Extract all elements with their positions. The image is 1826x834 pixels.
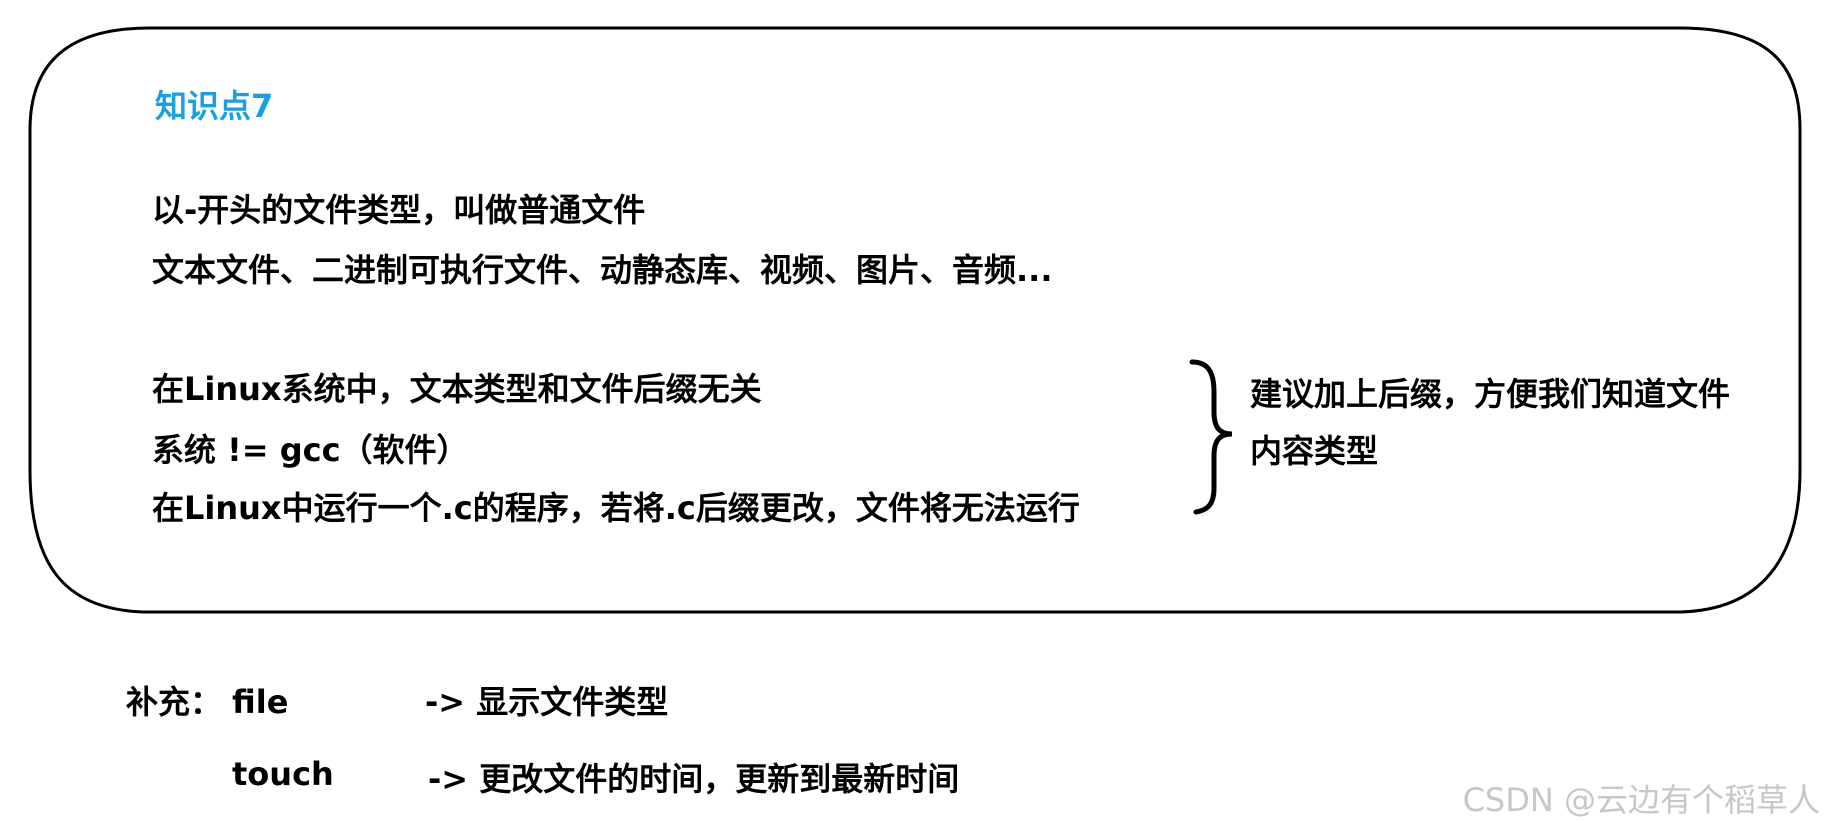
side-note-line-1: 建议加上后缀，方便我们知道文件 [1250, 375, 1731, 413]
note-title: 知识点7 [155, 87, 274, 125]
command-name-file: file [232, 683, 289, 721]
command-desc-file: -> 显示文件类型 [425, 683, 669, 721]
rounded-border [28, 26, 1802, 614]
note-line-5: 在Linux中运行一个.c的程序，若将.c后缀更改，文件将无法运行 [152, 489, 1080, 527]
supplement-label: 补充： [126, 683, 223, 721]
side-note-line-2: 内容类型 [1250, 432, 1379, 470]
command-name-touch: touch [232, 755, 334, 793]
note-line-4: 系统 != gcc（软件） [152, 431, 469, 469]
curly-brace-icon [1189, 359, 1233, 515]
command-desc-touch: -> 更改文件的时间，更新到最新时间 [428, 760, 960, 798]
note-line-2: 文本文件、二进制可执行文件、动静态库、视频、图片、音频... [152, 251, 1053, 289]
note-line-1: 以-开头的文件类型，叫做普通文件 [152, 191, 646, 229]
watermark: CSDN @云边有个稻草人 [1462, 781, 1820, 819]
note-line-3: 在Linux系统中，文本类型和文件后缀无关 [152, 370, 762, 408]
